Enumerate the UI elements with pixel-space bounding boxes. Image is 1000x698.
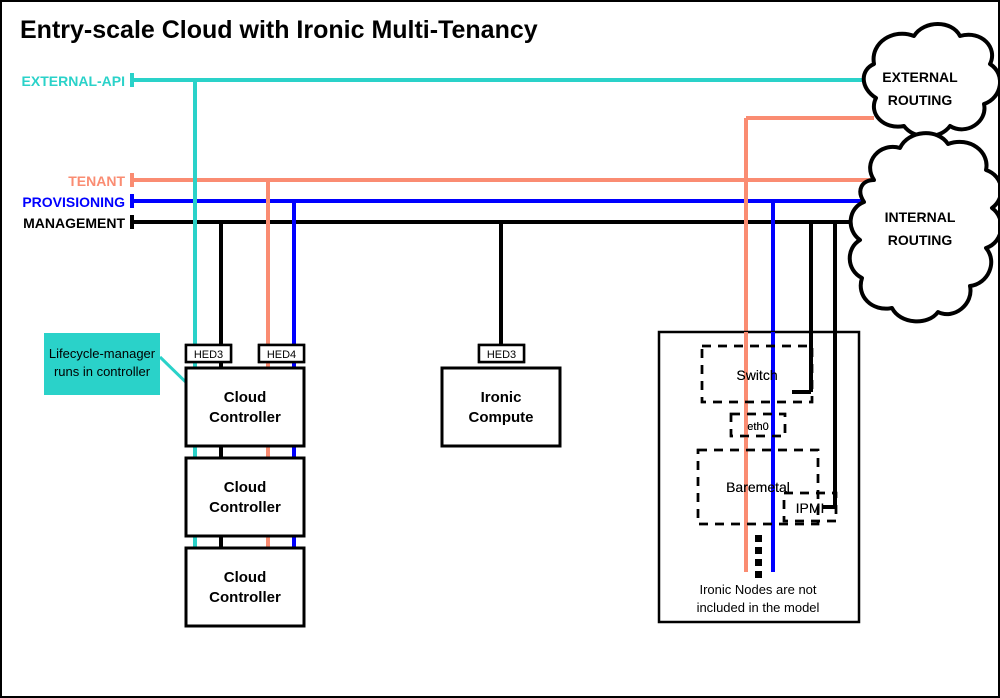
cloud-internal-routing-shape bbox=[847, 131, 998, 324]
node-cloud-controller-1-cover[interactable] bbox=[184, 366, 306, 448]
node-switch-cover[interactable] bbox=[700, 344, 814, 404]
bus-label-external-api: EXTERNAL-API bbox=[22, 73, 125, 89]
ellipsis-dot-2 bbox=[755, 547, 762, 554]
callout-lifecycle-manager-line-1: Lifecycle-manager bbox=[49, 346, 156, 361]
node-baremetal-label-b: Baremetal bbox=[726, 479, 790, 495]
baremetal-group-caption-line-1: Ironic Nodes are not bbox=[699, 582, 816, 597]
nic-hed4-controller-cover bbox=[257, 343, 306, 364]
node-cloud-controller-3-label-1b: Cloud bbox=[224, 569, 267, 586]
cloud-external-routing: EXTERNAL ROUTING bbox=[861, 22, 998, 139]
node-cloud-controller-2-cover[interactable] bbox=[184, 456, 306, 538]
node-cloud-controller-1-label-2b: Controller bbox=[209, 409, 281, 426]
ellipsis-dot-4 bbox=[755, 571, 762, 578]
nic-hed3-controller-label-b: HED3 bbox=[194, 349, 223, 361]
baremetal-group-caption-line-2: included in the model bbox=[697, 600, 820, 615]
nic-hed3-controller-cover bbox=[184, 343, 233, 364]
cloud-internal-routing: INTERNAL ROUTING bbox=[847, 131, 998, 324]
cloud-internal-routing-label-2: ROUTING bbox=[888, 232, 953, 248]
cloud-external-routing-label-1: EXTERNAL bbox=[882, 69, 958, 85]
node-baremetal[interactable]: Baremetal bbox=[696, 448, 820, 526]
node-switch-label-b: Switch bbox=[736, 367, 777, 383]
callout-lifecycle-manager-box bbox=[44, 333, 160, 395]
node-ipmi-label-b: IPMI bbox=[796, 500, 825, 516]
node-ironic-compute-cover[interactable] bbox=[440, 366, 562, 448]
cloud-external-routing-label-2: ROUTING bbox=[888, 92, 953, 108]
cloud-internal-routing-label-1: INTERNAL bbox=[885, 209, 956, 225]
bus-label-management: MANAGEMENT bbox=[23, 215, 125, 231]
ellipsis-dot-1 bbox=[755, 535, 762, 542]
callout-lifecycle-manager: Lifecycle-manager runs in controller bbox=[44, 333, 160, 395]
nic-eth0-baremetal-label-b: eth0 bbox=[747, 421, 768, 433]
bus-label-tenant: TENANT bbox=[68, 173, 125, 189]
node-cloud-controller-3-label-2b: Controller bbox=[209, 589, 281, 606]
node-cloud-controller-2-label-1b: Cloud bbox=[224, 479, 267, 496]
node-switch-label: Switch bbox=[736, 367, 777, 383]
nic-hed4-controller-label-b: HED4 bbox=[267, 349, 296, 361]
cloud-external-routing-shape bbox=[861, 22, 998, 139]
ellipsis-dot-3 bbox=[755, 559, 762, 566]
ellipsis-more-nodes bbox=[755, 535, 762, 578]
nic-eth0-baremetal-label: eth0 bbox=[747, 421, 768, 433]
node-baremetal-label: Baremetal bbox=[726, 479, 790, 495]
node-cloud-controller-3-cover[interactable] bbox=[184, 546, 306, 628]
node-ironic-compute-label-2b: Compute bbox=[469, 409, 534, 426]
page-title: Entry-scale Cloud with Ironic Multi-Tena… bbox=[20, 16, 538, 44]
nic-eth0-baremetal-cover bbox=[729, 412, 787, 438]
nic-hed3-compute-cover bbox=[477, 343, 526, 364]
nic-hed3-compute-label-b: HED3 bbox=[487, 349, 516, 361]
callout-lifecycle-manager-line-2: runs in controller bbox=[54, 364, 151, 379]
node-ipmi-cover[interactable] bbox=[782, 491, 838, 523]
node-cloud-controller-1-label-1b: Cloud bbox=[224, 389, 267, 406]
node-ironic-compute-label-1b: Ironic bbox=[481, 389, 522, 406]
node-cloud-controller-2-label-2b: Controller bbox=[209, 499, 281, 516]
bus-label-provisioning: PROVISIONING bbox=[22, 194, 125, 210]
